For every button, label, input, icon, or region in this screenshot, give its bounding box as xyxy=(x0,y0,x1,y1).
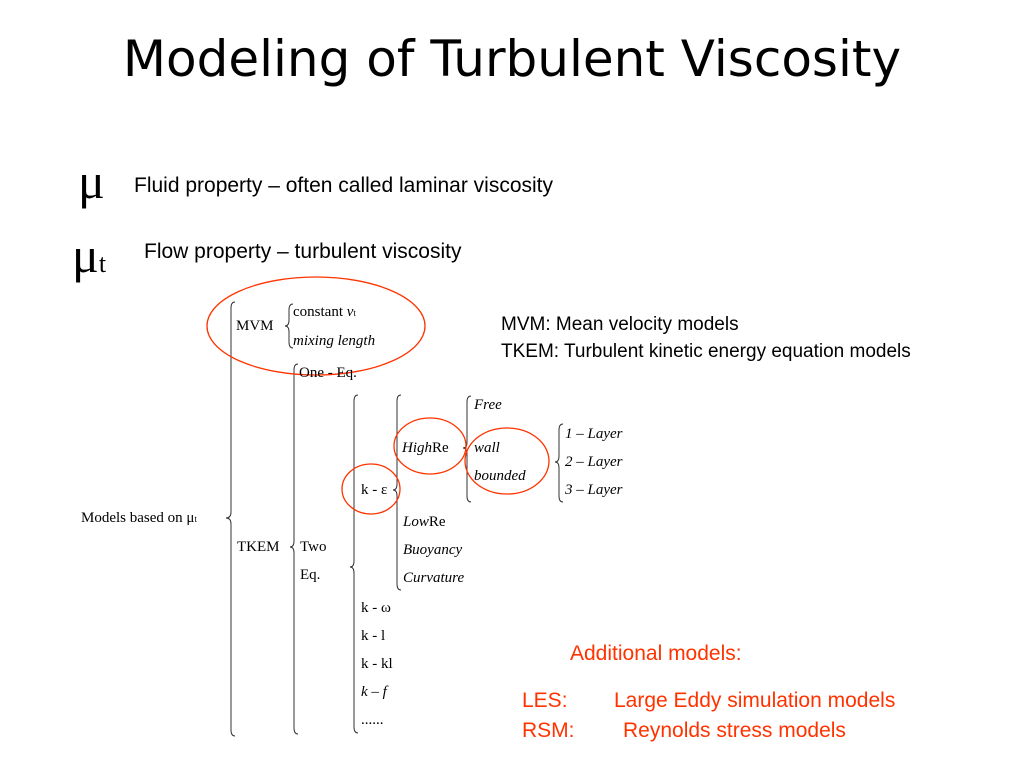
two-eq-brace xyxy=(349,394,359,734)
layer-brace xyxy=(554,423,564,503)
layer-item: 2 – Layer xyxy=(565,454,623,470)
mvm-legend: MVM: Mean velocity models xyxy=(501,314,739,335)
wall-label: wall xyxy=(474,440,500,456)
bounded-label: bounded xyxy=(474,468,526,484)
root-brace xyxy=(225,301,236,737)
buoyancy-label: Buoyancy xyxy=(403,542,463,558)
rsm-description: Reynolds stress models xyxy=(623,719,846,742)
turbulent-viscosity-definition: Flow property – turbulent viscosity xyxy=(144,240,462,263)
one-eq-label: One - Eq. xyxy=(299,365,357,381)
eq-label: Eq. xyxy=(300,567,321,583)
high-re-highlight-ellipse xyxy=(393,417,467,475)
tkem-legend: TKEM: Turbulent kinetic energy equation … xyxy=(501,341,911,362)
tkem-label: TKEM xyxy=(237,539,280,555)
wall-bounded-highlight-ellipse xyxy=(464,427,550,495)
layer-item: 3 – Layer xyxy=(565,482,623,498)
mu-symbol: μ xyxy=(78,153,105,209)
page-title: Modeling of Turbulent Viscosity xyxy=(122,30,902,88)
constant-nu-t-label: constant νt xyxy=(293,304,356,320)
curvature-label: Curvature xyxy=(403,570,465,586)
rsm-abbr: RSM: xyxy=(522,719,575,742)
low-re-label: LowRe xyxy=(403,514,446,530)
additional-models-heading: Additional models: xyxy=(570,642,742,665)
k-kl-label: k - kl xyxy=(361,656,393,672)
ellipsis-label: ...... xyxy=(361,712,384,728)
mvm-label: MVM xyxy=(236,318,274,334)
k-epsilon-label: k - ε xyxy=(361,482,388,498)
free-label: Free xyxy=(474,397,502,413)
mvm-brace xyxy=(284,303,294,349)
k-eps-brace xyxy=(392,394,402,591)
root-label: Models based on μt xyxy=(81,510,197,526)
high-re-label: HighRe xyxy=(402,440,449,456)
layer-item: 1 – Layer xyxy=(565,426,623,442)
mvm-highlight-ellipse xyxy=(206,276,426,376)
les-abbr: LES: xyxy=(522,689,568,712)
les-description: Large Eddy simulation models xyxy=(614,689,896,712)
k-f-label: k – f xyxy=(361,684,387,700)
mu-t-symbol: μt xyxy=(72,227,107,283)
high-re-brace xyxy=(462,395,472,503)
k-omega-label: k - ω xyxy=(361,600,391,616)
laminar-viscosity-definition: Fluid property – often called laminar vi… xyxy=(134,174,554,197)
tkem-brace xyxy=(289,363,299,735)
mixing-length-label: mixing length xyxy=(293,333,376,349)
k-l-label: k - l xyxy=(361,628,386,644)
k-eps-highlight-ellipse xyxy=(341,463,401,515)
two-label: Two xyxy=(300,539,327,555)
